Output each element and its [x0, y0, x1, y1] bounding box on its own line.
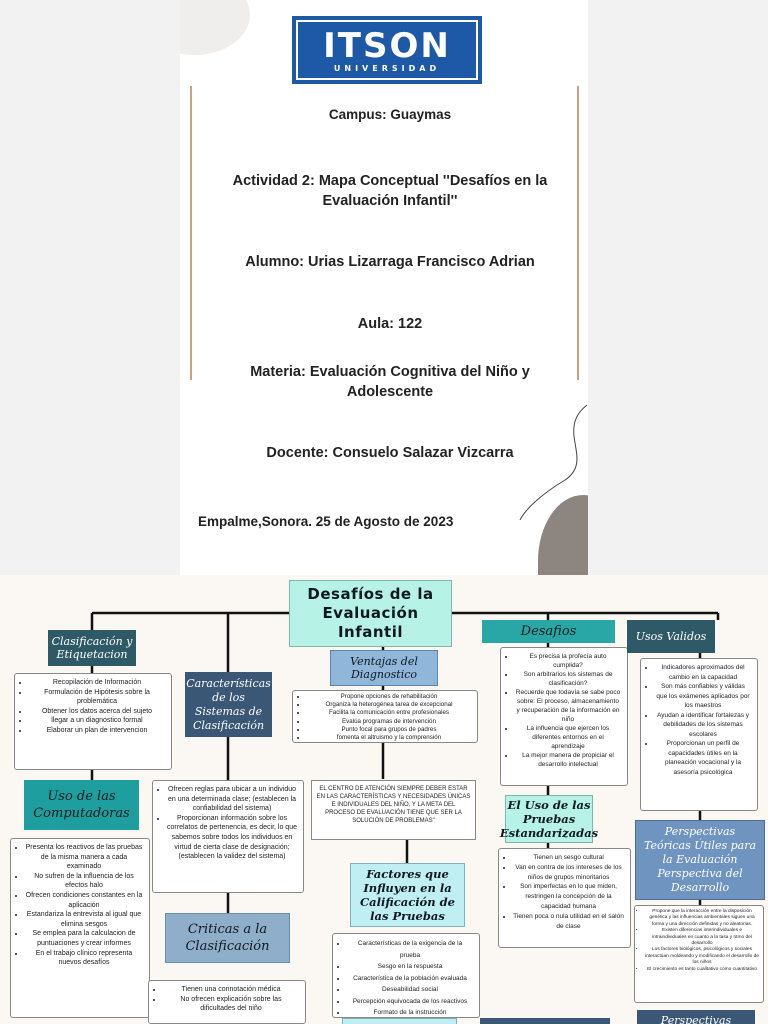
- logo-subtext: UNIVERSIDAD: [333, 63, 441, 73]
- computadoras-header: Uso de las Computadoras: [24, 780, 139, 830]
- desafios-header: Desafios: [482, 620, 615, 643]
- list-item: Ofrecen reglas para ubicar a un individu…: [167, 785, 297, 814]
- list-item: Tienen un sesgo cultural: [513, 853, 624, 863]
- list-item: Van en contra de los intereses de los ni…: [513, 863, 624, 883]
- list-item: Sesgo en la respuesta: [347, 961, 473, 973]
- list-item: llegar a un diagnostico formal: [29, 716, 165, 726]
- ventajas-note: EL CENTRO DE ATENCIÓN SIEMPRE DEBER ESTA…: [311, 780, 476, 840]
- list-item: Facilita la comunicación entre profesion…: [307, 709, 471, 717]
- computadoras-list: Presenta los reactivos de las pruebas de…: [10, 838, 150, 1018]
- cut-off-box: [342, 1018, 457, 1024]
- itson-logo: ITSON UNIVERSIDAD: [292, 16, 482, 84]
- list-item: Formulación de Hipótesis sobre la proble…: [29, 688, 165, 707]
- list-item: Son más confiables y válidas que los exá…: [655, 682, 751, 711]
- list-item: Existen diferencias interindividuales e …: [645, 928, 759, 947]
- list-item: Punto focal para grupos de padres: [307, 726, 471, 734]
- list-item: Obtener los datos acerca del sujeto: [29, 707, 165, 717]
- list-item: Tienen poca o nula utilidad en el salón …: [513, 912, 624, 932]
- place-date: Empalme,Sonora. 25 de Agosto de 2023: [198, 514, 454, 529]
- usos-list: Indicadores aproximados del cambio en la…: [640, 658, 758, 811]
- perspectivas2-header: Perspectivas: [637, 1010, 755, 1024]
- ventajas-header: Ventajas del Diagnostico: [330, 650, 438, 686]
- list-item: La influencia que ejercen los diferentes…: [515, 724, 621, 751]
- criticas-list: Tienen una connotación médica No ofrecen…: [148, 980, 306, 1024]
- list-item: Percepción equivocada de los reactivos: [347, 996, 473, 1008]
- activity-title: Actividad 2: Mapa Conceptual ''Desafíos …: [232, 173, 548, 209]
- decorative-curve: [519, 404, 588, 520]
- perspectivas-header: Perspectivas Teóricas Útiles para la Eva…: [635, 820, 765, 900]
- factores-list: Características de la exigencia de la pr…: [332, 933, 480, 1018]
- list-item: Organiza la heterogénea tarea de excepci…: [307, 701, 471, 709]
- classroom: Aula: 122: [357, 316, 423, 332]
- list-item: Presenta los reactivos de las pruebas de…: [25, 843, 143, 872]
- list-item: Tienen una connotación médica: [163, 985, 299, 995]
- decorative-line: [577, 86, 579, 380]
- list-item: Propone que la interacción entre la disp…: [645, 909, 759, 928]
- list-item: Deseabilidad social: [347, 984, 473, 996]
- list-item: En el trabajo clínico representa nuevos …: [25, 949, 143, 968]
- teacher: Docente: Consuelo Salazar Vizcarra: [266, 445, 514, 461]
- desafios-list: Es precisa la profecía auto cumplida? So…: [500, 647, 628, 786]
- clasificacion-header: Clasificación y Etiquetacion: [48, 630, 136, 666]
- list-item: Proporcionan un perfil de capacidades út…: [655, 739, 751, 777]
- subject: Materia: Evaluación Cognitiva del Niño y…: [250, 364, 530, 400]
- cover-page: ITSON UNIVERSIDAD Campus: Guaymas Activi…: [180, 0, 588, 575]
- caracteristicas-header: Características de los Sistemas de Clasi…: [185, 672, 272, 737]
- factores-header: Factores que Influyen en la Calificación…: [350, 863, 465, 927]
- clasificacion-list: Recopilación de Información Formulación …: [14, 673, 172, 770]
- list-item: Los factores biológicos, psicológicos y …: [645, 947, 759, 966]
- list-item: La mejor manera de propiciar el desarrol…: [515, 751, 621, 769]
- cut-off-box: [480, 1018, 610, 1024]
- decorative-shape: [180, 0, 250, 55]
- list-item: Son arbitrarios los sistemas de clasific…: [515, 670, 621, 688]
- perspectivas-list: Propone que la interacción entre la disp…: [634, 905, 764, 1003]
- list-item: Característica de la población evaluada: [347, 973, 473, 985]
- campus-text: Campus: Guaymas: [328, 107, 452, 122]
- list-item: No ofrecen explicación sobre las dificul…: [163, 995, 299, 1014]
- usos-header: Usos Validos: [627, 620, 715, 653]
- list-item: Recuerde que todavía se sabe poco sobre:…: [515, 688, 621, 724]
- list-item: No sufren de la influencia de los efecto…: [25, 872, 143, 891]
- list-item: Recopilación de Información: [29, 678, 165, 688]
- list-item: Son imperfectas en lo que miden, restrin…: [513, 882, 624, 911]
- ventajas-list: Propone opciones de rehabilitación Organ…: [292, 690, 478, 743]
- list-item: Propone opciones de rehabilitación: [307, 693, 471, 701]
- list-item: Ayudan a identificar fortalezas y debili…: [655, 711, 751, 740]
- pruebas-header: El Uso de las Pruebas Estandarizadas: [500, 795, 598, 843]
- list-item: Indicadores aproximados del cambio en la…: [655, 663, 751, 682]
- list-item: Estandariza la entrevista al igual que e…: [25, 910, 143, 929]
- list-item: Ofrecen condiciones constantes en la apl…: [25, 891, 143, 910]
- list-item: Características de la exigencia de la pr…: [347, 938, 473, 961]
- list-item: El crecimiento es tanto cualitativo como…: [645, 967, 759, 973]
- list-item: fomenta el altruismo y la comprensión: [307, 734, 471, 742]
- decorative-line: [190, 86, 192, 380]
- pruebas-list: Tienen un sesgo cultural Van en contra d…: [498, 848, 631, 948]
- concept-map: Desafíos de la Evaluación Infantil Clasi…: [0, 575, 768, 1024]
- list-item: Es precisa la profecía auto cumplida?: [515, 652, 621, 670]
- list-item: Formato de la instrucción: [347, 1007, 473, 1019]
- map-title: Desafíos de la Evaluación Infantil: [289, 580, 452, 647]
- list-item: Elaborar un plan de intervencion: [29, 726, 165, 736]
- student-name: Alumno: Urias Lizarraga Francisco Adrian: [245, 254, 535, 270]
- logo-text: ITSON: [323, 25, 451, 66]
- criticas-header: Criticas a la Clasificación: [165, 913, 290, 963]
- list-item: Evalúa programas de intervención: [307, 718, 471, 726]
- caracteristicas-list: Ofrecen reglas para ubicar a un individu…: [152, 780, 304, 893]
- list-item: Se emplea para la calculacion de puntuac…: [25, 929, 143, 948]
- list-item: Proporcionan información sobre los corre…: [167, 814, 297, 862]
